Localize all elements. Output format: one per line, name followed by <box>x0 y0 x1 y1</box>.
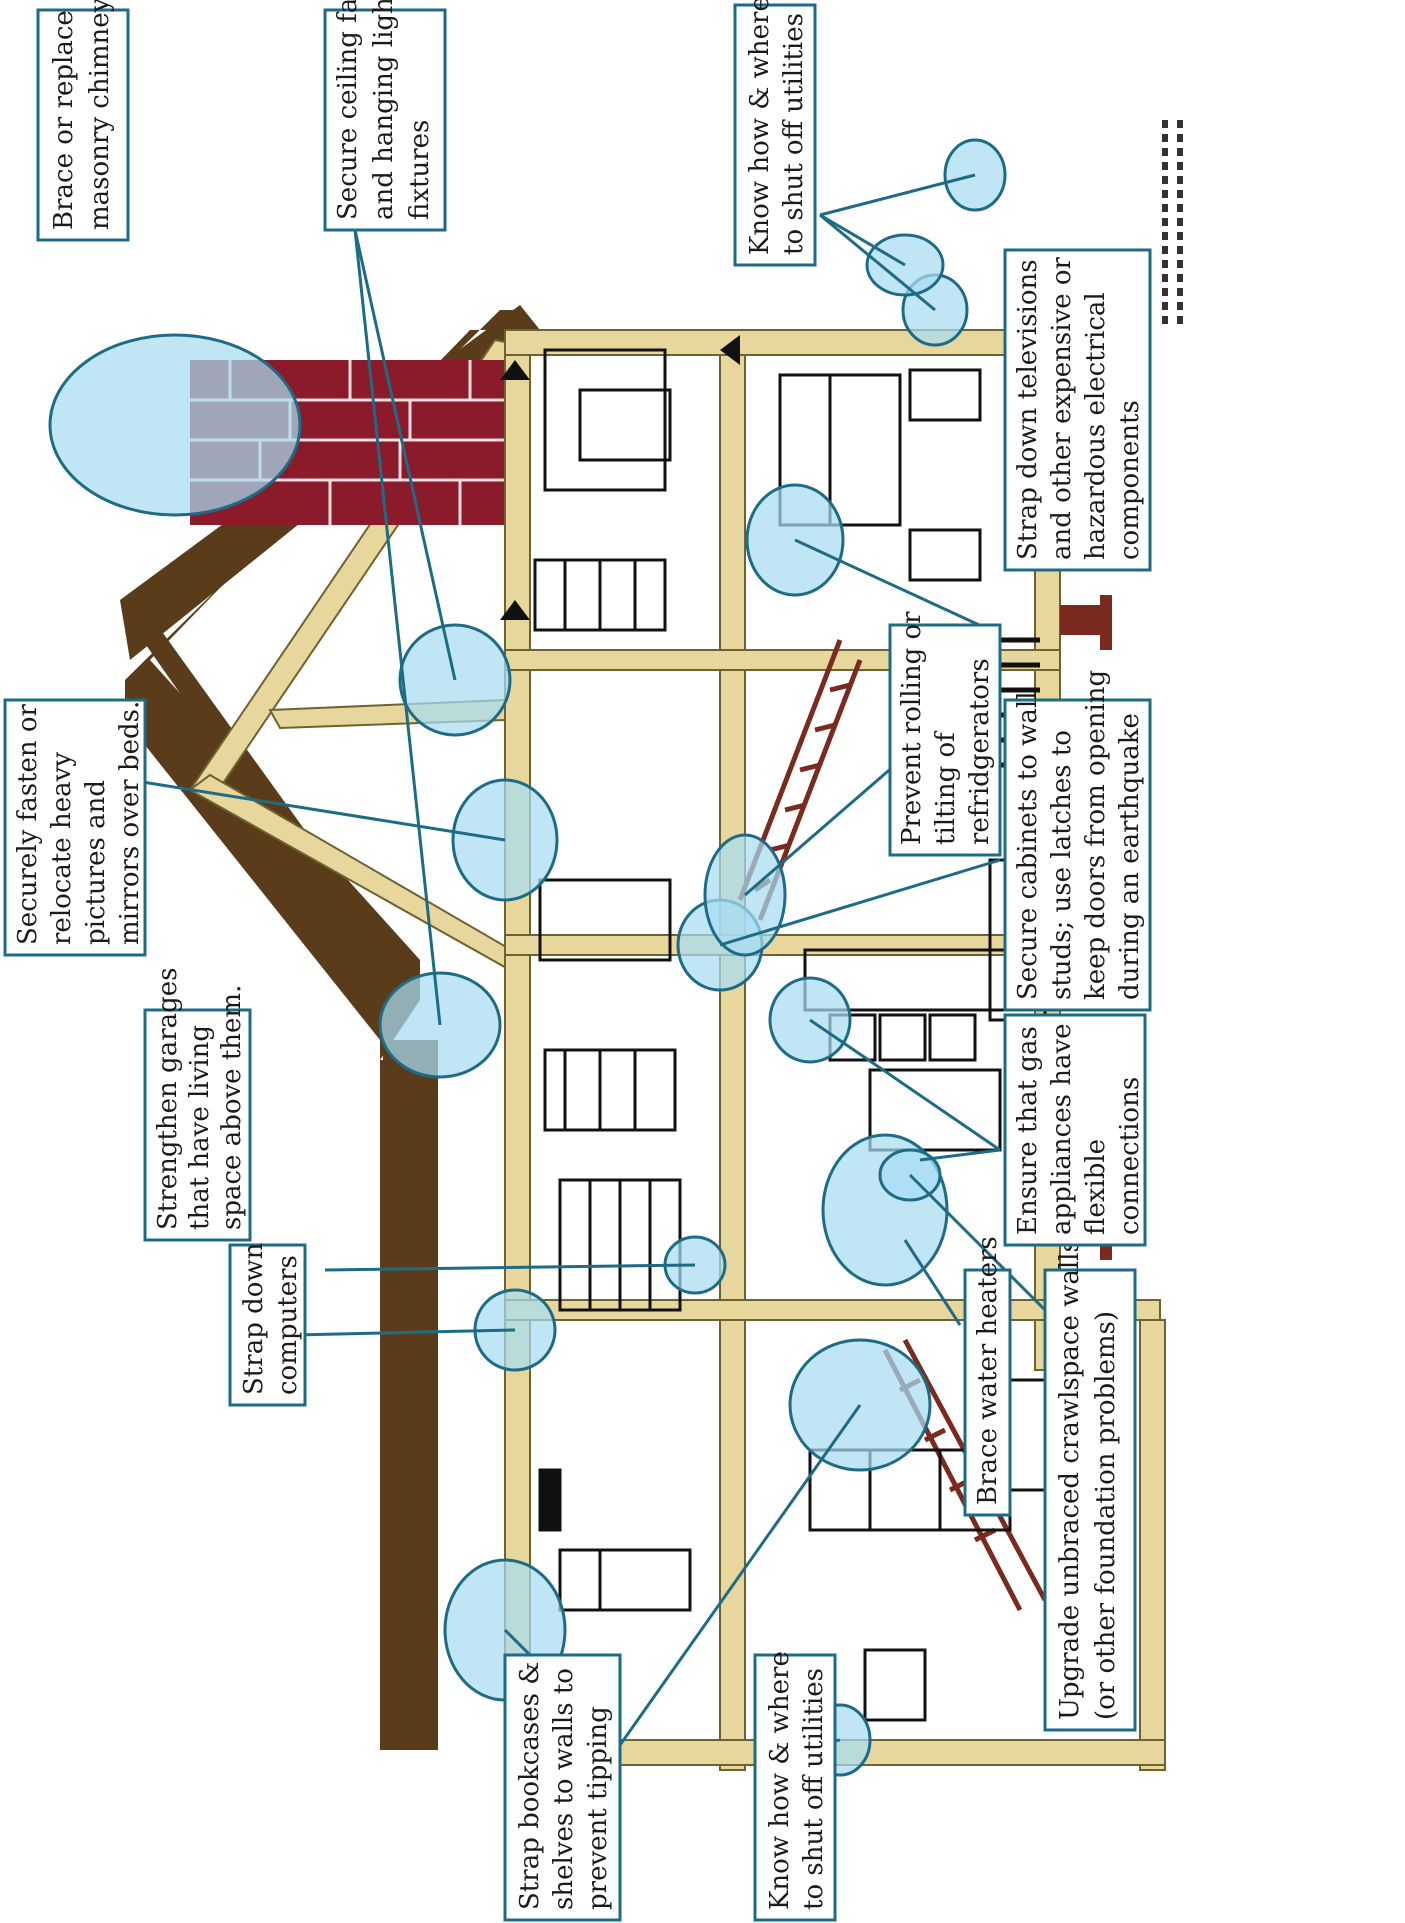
svg-text:components: components <box>1115 400 1145 560</box>
highlight-chimney <box>48 333 302 517</box>
callout-utilities-bottom: Know how & where to shut off utilities <box>753 1651 837 1922</box>
svg-text:relocate heavy: relocate heavy <box>47 752 77 945</box>
callout-fridge: Prevent rolling or tilting of refridgera… <box>888 611 1002 857</box>
svg-text:to shut off utilities: to shut off utilities <box>779 13 809 255</box>
svg-text:studs; use latches to: studs; use latches to <box>1047 730 1077 1000</box>
svg-text:masonry chimneys: masonry chimneys <box>85 0 115 230</box>
svg-text:that have living: that have living <box>185 1025 215 1230</box>
svg-text:shelves to walls to: shelves to walls to <box>549 1668 579 1910</box>
callout-water-heaters: Brace water heaters <box>963 1236 1012 1517</box>
svg-text:Know how & where: Know how & where <box>745 0 775 255</box>
svg-text:Upgrade unbraced crawlspace wa: Upgrade unbraced crawlspace walls <box>1055 1239 1085 1720</box>
svg-text:computers: computers <box>273 1255 303 1395</box>
wall-stud-2 <box>504 934 1061 956</box>
callout-computers: Strap down computers <box>228 1242 307 1407</box>
svg-text:Brace water heaters: Brace water heaters <box>973 1236 1003 1505</box>
crawlspace-beam <box>1139 1319 1166 1771</box>
upper-floor-top-beam <box>504 329 531 1771</box>
callout-fans: Secure ceiling fans and hanging light fi… <box>323 0 447 232</box>
svg-text:Prevent rolling or: Prevent rolling or <box>897 611 927 845</box>
svg-text:Know how & where: Know how & where <box>765 1651 795 1910</box>
svg-text:Strap down: Strap down <box>239 1242 269 1395</box>
svg-text:Brace or replace: Brace or replace <box>49 10 79 230</box>
table-lamps <box>500 335 740 620</box>
svg-text:space above them.: space above them. <box>217 985 247 1230</box>
svg-text:to shut off utilities: to shut off utilities <box>799 1668 829 1910</box>
svg-text:flexible: flexible <box>1081 1139 1111 1235</box>
svg-text:tilting of: tilting of <box>931 730 961 845</box>
callout-tv: Strap down televisions and other expensi… <box>1003 248 1152 572</box>
bed-furniture <box>533 348 692 1612</box>
callout-chimney: Brace or replace masonry chimneys <box>36 0 130 242</box>
svg-text:mirrors over beds.: mirrors over beds. <box>115 701 145 945</box>
svg-text:(or other foundation problems): (or other foundation problems) <box>1091 1311 1121 1720</box>
svg-text:Strap down televisions: Strap down televisions <box>1013 259 1043 560</box>
utility-line <box>1162 120 1183 330</box>
svg-text:prevent tipping: prevent tipping <box>583 1706 613 1910</box>
svg-text:appliances have: appliances have <box>1047 1023 1077 1235</box>
callout-crawlspace: Upgrade unbraced crawlspace walls (or ot… <box>1043 1239 1137 1732</box>
callout-utilities-top: Know how & where to shut off utilities <box>733 0 817 267</box>
svg-text:Strap bookcases &: Strap bookcases & <box>515 1662 545 1910</box>
svg-text:hazardous electrical: hazardous electrical <box>1081 292 1111 560</box>
callout-bookcases: Strap bookcases & shelves to walls to pr… <box>503 1653 622 1922</box>
svg-text:during an earthquake: during an earthquake <box>1115 713 1145 1000</box>
garage-roof-band <box>383 1040 438 1750</box>
svg-text:Secure cabinets to wall: Secure cabinets to wall <box>1013 691 1043 1000</box>
svg-text:Strengthen garages: Strengthen garages <box>153 967 183 1230</box>
svg-text:and other expensive or: and other expensive or <box>1047 256 1077 560</box>
callout-mirrors: Securely fasten or relocate heavy pictur… <box>3 698 147 957</box>
callout-garages: Strengthen garages that have living spac… <box>143 967 252 1242</box>
svg-text:keep doors from opening: keep doors from opening <box>1081 670 1111 1000</box>
svg-text:Secure ceiling fans: Secure ceiling fans <box>333 0 363 220</box>
roof-eave <box>125 615 420 1000</box>
main-roof <box>125 310 520 1060</box>
svg-text:and hanging light: and hanging light <box>369 0 399 220</box>
svg-text:refridgerators: refridgerators <box>965 658 995 845</box>
svg-text:pictures and: pictures and <box>81 780 111 945</box>
svg-text:fixtures: fixtures <box>405 120 435 220</box>
svg-text:connections: connections <box>1115 1077 1145 1235</box>
svg-text:Securely fasten or: Securely fasten or <box>13 703 43 945</box>
floor-divider-beam <box>719 329 746 1771</box>
callout-gas: Ensure that gas appliances have flexible… <box>1003 1013 1147 1247</box>
callout-cabinets: Secure cabinets to wall studs; use latch… <box>1003 670 1152 1012</box>
svg-text:Ensure that gas: Ensure that gas <box>1013 1026 1043 1235</box>
